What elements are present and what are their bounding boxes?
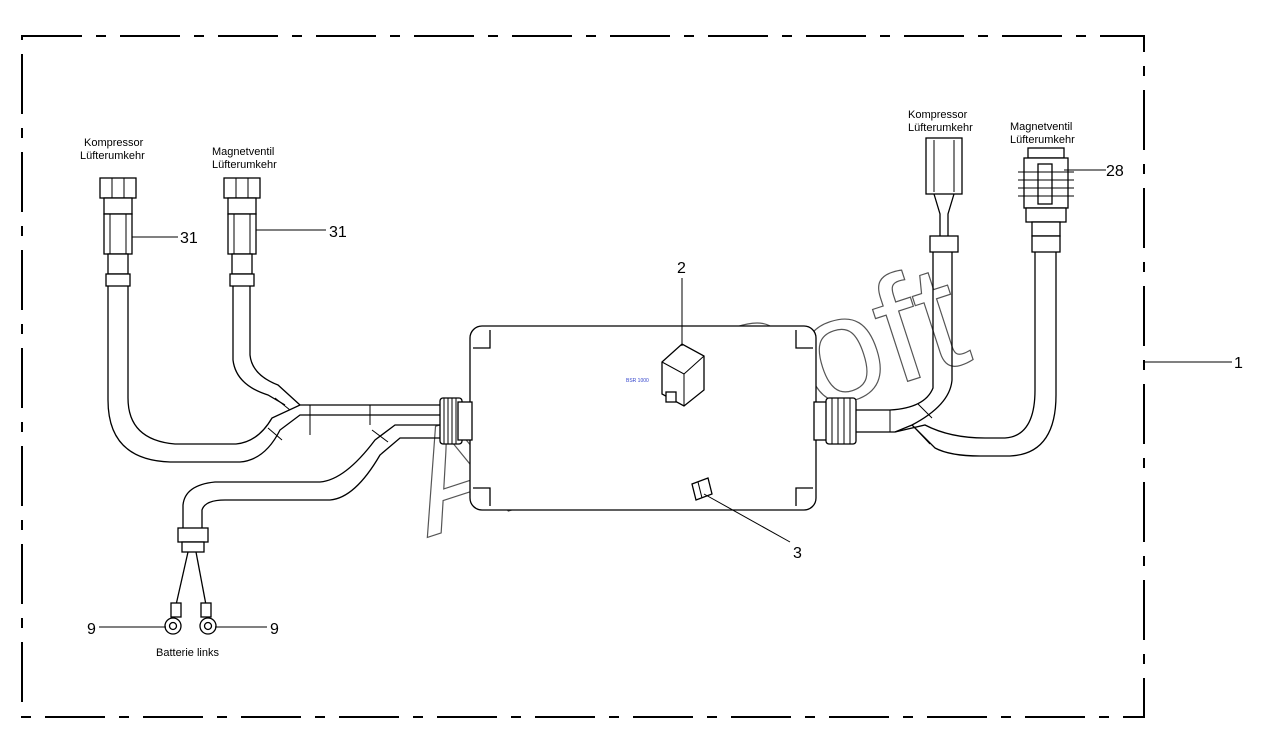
callout-left-conn-a: 31: [180, 230, 198, 247]
callout-fuse: 3: [793, 545, 802, 562]
left-compressor-label-line1: Kompressor: [84, 137, 144, 149]
control-module-box: [469, 325, 817, 511]
right-grommet: [813, 397, 857, 445]
right-solenoid-connector: [1018, 147, 1074, 253]
left-grommet: [439, 397, 473, 445]
fuse: [691, 477, 713, 501]
right-harness-cables: [856, 250, 1057, 457]
left-compressor-label-line2: Lüfterumkehr: [80, 150, 145, 162]
battery-lead-assembly: [164, 527, 217, 635]
right-compressor-label-line1: Kompressor: [908, 109, 968, 121]
callout-harness: 1: [1234, 355, 1243, 372]
right-solenoid-label-line2: Lüfterumkehr: [1010, 134, 1075, 146]
left-solenoid-label-line2: Lüfterumkehr: [212, 159, 277, 171]
left-solenoid-connector: [223, 177, 261, 287]
left-solenoid-label-line1: Magnetventil: [212, 146, 274, 158]
left-compressor-connector: [99, 177, 137, 287]
relay-marking: BSR 1000: [626, 378, 649, 384]
callout-relay: 2: [677, 260, 686, 277]
callout-ring-right: 9: [270, 621, 279, 638]
right-compressor-label-line2: Lüfterumkehr: [908, 122, 973, 134]
battery-label: Batterie links: [156, 647, 219, 659]
assembly-boundary-frame: [21, 35, 1145, 718]
callout-ring-left: 9: [87, 621, 96, 638]
callout-right-conn: 28: [1106, 163, 1124, 180]
leader-lines: [99, 169, 1232, 628]
left-harness-cables: [107, 285, 440, 528]
relay: [661, 343, 705, 407]
callout-left-conn-b: 31: [329, 224, 347, 241]
right-compressor-connector: [925, 137, 963, 253]
right-solenoid-label-line1: Magnetventil: [1010, 121, 1072, 133]
